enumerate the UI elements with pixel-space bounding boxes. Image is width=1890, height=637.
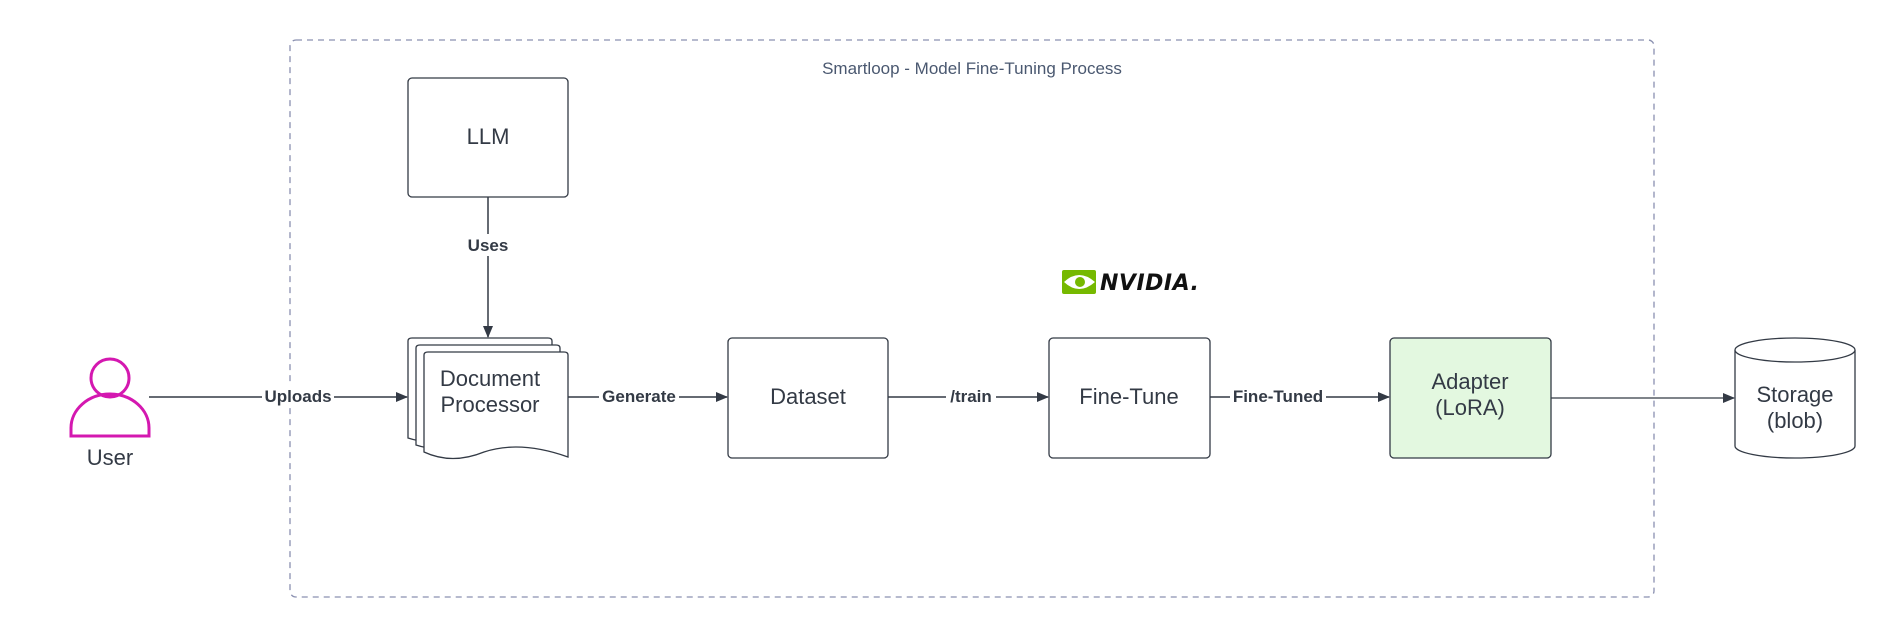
storage-label-line2: (blob)	[1767, 408, 1823, 433]
adapter-label-line2: (LoRA)	[1435, 395, 1505, 420]
edge-uploads-label: Uploads	[264, 387, 331, 406]
edge-generate-label: Generate	[602, 387, 676, 406]
edge-uses-label: Uses	[468, 236, 509, 255]
finetune-node[interactable]: Fine-Tune	[1048, 337, 1211, 459]
group-title: Smartloop - Model Fine-Tuning Process	[822, 59, 1122, 78]
nvidia-eye-icon	[1062, 270, 1096, 294]
edge-train-label: /train	[950, 387, 992, 406]
multi-document-icon	[407, 337, 569, 460]
edge-uses: Uses	[460, 197, 516, 338]
edge-uploads: Uploads	[149, 385, 408, 407]
process-group-boundary	[289, 39, 1655, 598]
finetune-label: Fine-Tune	[1079, 384, 1178, 409]
llm-node[interactable]: LLM	[407, 77, 569, 198]
llm-label: LLM	[467, 124, 510, 149]
storage-label-line1: Storage	[1756, 382, 1833, 407]
nvidia-logo: NVIDIA.	[1062, 270, 1199, 296]
dataset-node[interactable]: Dataset	[727, 337, 889, 459]
document-processor-label-line1: Document	[440, 366, 540, 391]
user-actor[interactable]: User	[69, 357, 151, 470]
storage-node[interactable]: Storage (blob)	[1734, 337, 1856, 459]
user-label: User	[87, 445, 133, 470]
adapter-label-line1: Adapter	[1431, 369, 1508, 394]
adapter-node[interactable]: Adapter (LoRA)	[1389, 337, 1552, 459]
database-cylinder-icon	[1734, 337, 1856, 459]
document-processor-label-line2: Processor	[440, 392, 539, 417]
edge-finetuned-label: Fine-Tuned	[1233, 387, 1323, 406]
document-processor-node[interactable]: Document Processor	[407, 337, 569, 460]
edge-train: /train	[888, 385, 1049, 407]
edge-finetuned: Fine-Tuned	[1210, 385, 1390, 407]
dataset-label: Dataset	[770, 384, 846, 409]
edge-generate: Generate	[568, 385, 728, 407]
person-icon	[69, 357, 151, 438]
nvidia-wordmark: NVIDIA.	[1100, 271, 1199, 296]
